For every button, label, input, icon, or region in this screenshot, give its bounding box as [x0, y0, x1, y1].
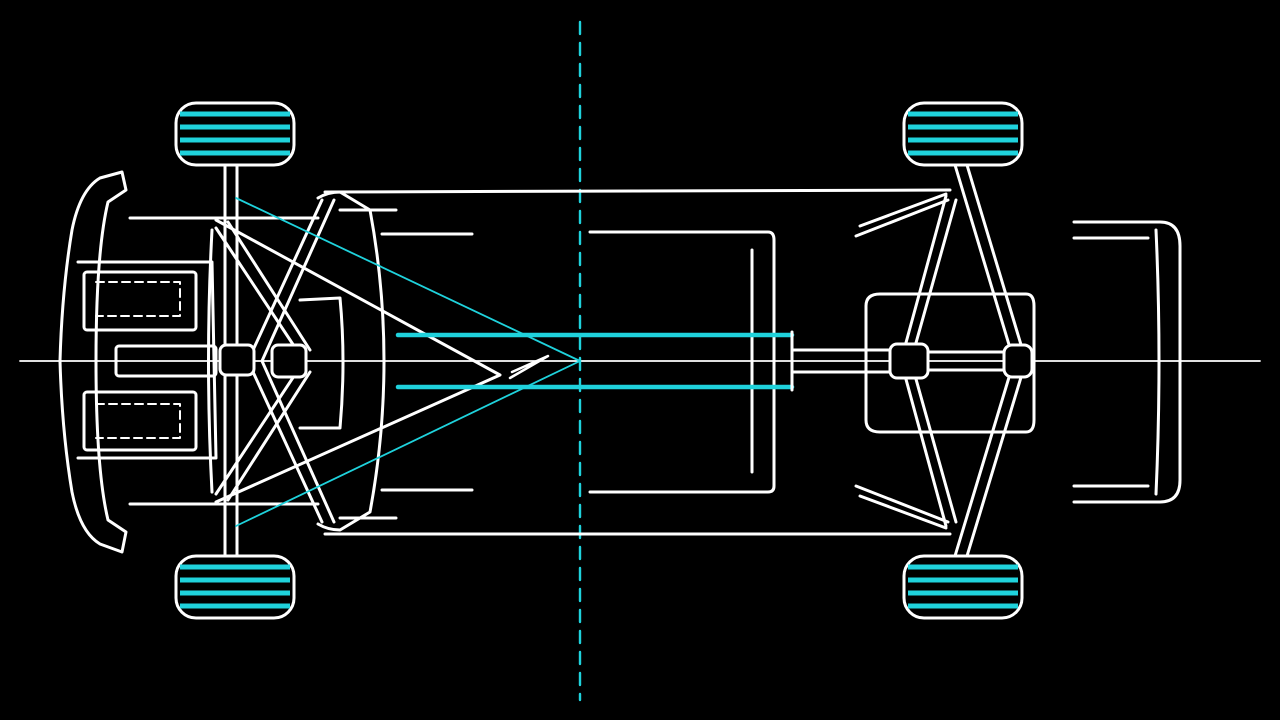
rear-bumper — [1072, 220, 1182, 504]
rear-wheel-icon — [902, 101, 1024, 167]
main-body — [323, 188, 952, 536]
rear-subframe — [864, 292, 1036, 434]
rear-wheel-icon — [902, 554, 1024, 620]
front-hub — [218, 343, 308, 379]
front-wheel-bottom — [174, 554, 296, 620]
front-wheel-top — [174, 101, 296, 167]
differential-icon — [888, 342, 1034, 380]
front-storage-left — [82, 270, 198, 332]
rear-wheel-bottom — [902, 554, 1024, 620]
front-storage-right — [82, 390, 198, 452]
front-wheel-icon — [174, 554, 296, 620]
rear-suspension — [854, 163, 1024, 558]
front-wheel-icon — [174, 101, 296, 167]
drive-shaft — [395, 330, 894, 392]
rear-wheel-top — [902, 101, 1024, 167]
